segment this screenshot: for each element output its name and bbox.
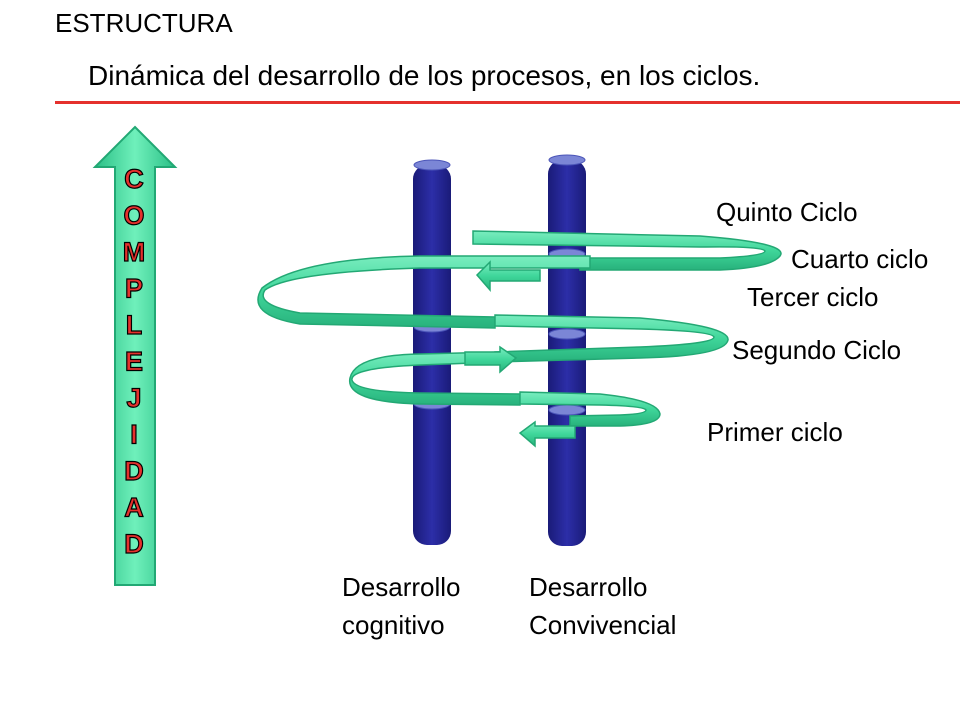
slide-title: ESTRUCTURA — [55, 8, 233, 38]
complexity-letter: I — [130, 420, 138, 450]
title-divider — [55, 101, 960, 104]
complexity-letter: C — [124, 164, 144, 194]
complexity-letter: J — [126, 383, 141, 413]
complexity-letter: M — [123, 237, 146, 267]
complexity-letter: P — [125, 274, 143, 304]
column-label-cognitivo-line1: Desarrollo — [342, 572, 461, 602]
column-label-convivencial: Desarrollo Convivencial — [529, 568, 729, 644]
complexity-arrow — [92, 125, 178, 586]
cycle-label-cuarto: Cuarto ciclo — [791, 244, 929, 274]
complexity-letter: D — [124, 529, 144, 559]
column-cognitivo — [413, 159, 451, 545]
complexity-letter: A — [124, 493, 144, 523]
slide-subtitle: Dinámica del desarrollo de los procesos,… — [88, 60, 761, 91]
complexity-letter: L — [126, 310, 143, 340]
complexity-letter: D — [124, 456, 144, 486]
spiral — [257, 230, 782, 448]
cycle-label-primer: Primer ciclo — [707, 417, 843, 447]
column-label-convivencial-line2: Convivencial — [529, 610, 677, 640]
column-label-cognitivo: Desarrollo cognitivo — [342, 568, 542, 644]
column-label-cognitivo-line2: cognitivo — [342, 610, 445, 640]
cycle-label-segundo: Segundo Ciclo — [732, 335, 902, 365]
cycle-label-tercer: Tercer ciclo — [747, 282, 879, 312]
column-label-convivencial-line1: Desarrollo — [529, 572, 648, 602]
complexity-letter: O — [123, 201, 144, 231]
cycle-label-quinto: Quinto Ciclo — [716, 197, 858, 227]
complexity-letter: E — [125, 347, 143, 377]
